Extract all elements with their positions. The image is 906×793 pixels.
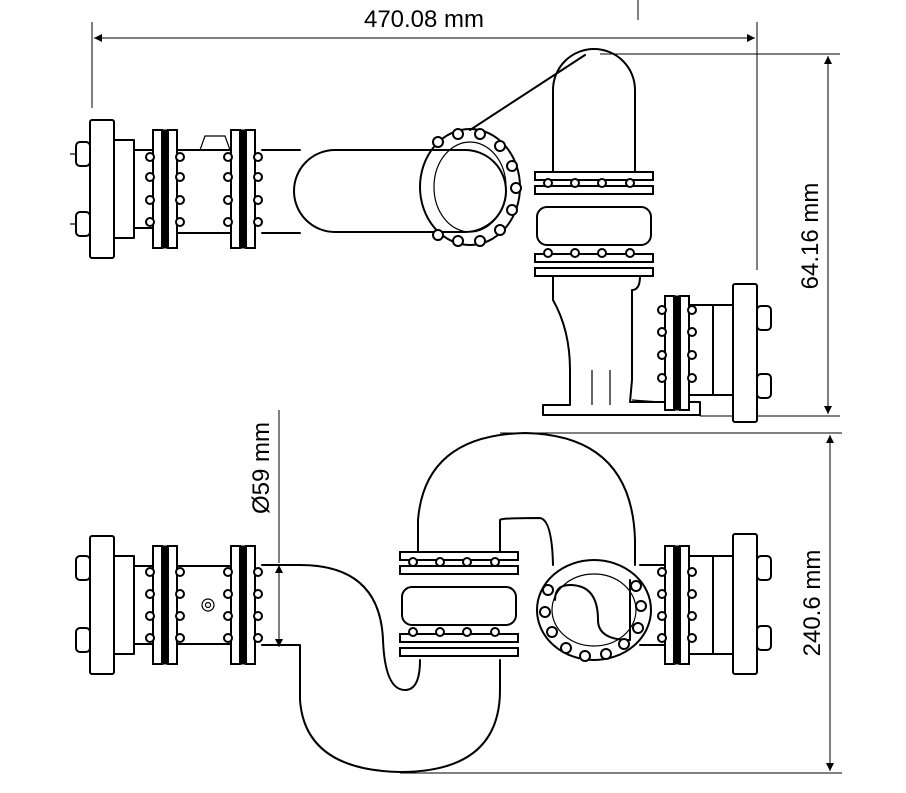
bolt-ring-top — [419, 128, 522, 247]
top-view-height-label: 64.16 mm — [797, 183, 824, 290]
front-view-height-label: 240.6 mm — [799, 550, 826, 657]
bolted-flange-top-2 — [230, 129, 256, 249]
dimension-top-view-height: 64.16 mm — [600, 53, 840, 417]
front-view — [75, 432, 772, 773]
bolted-flange-top-1 — [152, 129, 178, 249]
dimension-pipe-diameter: Ø59 mm — [248, 410, 283, 647]
top-view — [70, 48, 772, 423]
bolt-row-front — [145, 567, 263, 643]
bolt-ring-front — [536, 559, 652, 662]
end-flange-right-top — [657, 283, 772, 423]
overall-length-label: 470.08 mm — [364, 6, 484, 33]
end-flange-right-front — [639, 533, 772, 675]
end-flange-left-front — [75, 535, 153, 675]
bolt-row-top — [145, 152, 263, 227]
bolted-flange-front-1 — [152, 545, 178, 665]
bolted-flange-front-2 — [230, 545, 256, 665]
pipe-diameter-label: Ø59 mm — [248, 422, 275, 514]
clamp-front — [399, 551, 519, 657]
clamp-top — [534, 171, 654, 277]
dimension-front-view-height: 240.6 mm — [400, 432, 842, 774]
dimension-overall-length: 470.08 mm — [91, 0, 758, 270]
end-flange-left-top — [70, 119, 153, 259]
